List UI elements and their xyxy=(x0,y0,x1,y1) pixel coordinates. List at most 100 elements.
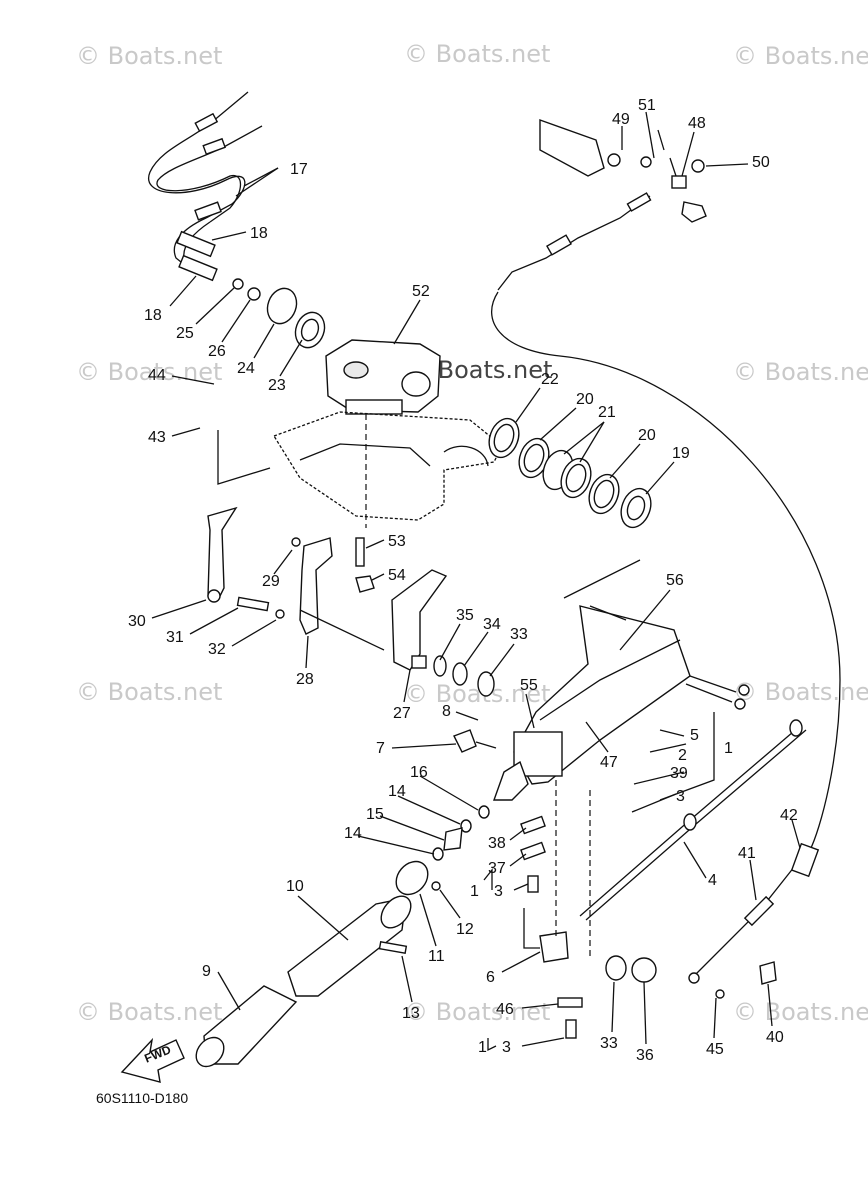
callout-l1b: 1 xyxy=(470,883,479,900)
callout-l31: 31 xyxy=(166,629,184,646)
callout-l37: 37 xyxy=(488,860,506,877)
callout-l6: 6 xyxy=(486,969,495,986)
callout-l12: 12 xyxy=(456,921,474,938)
washers xyxy=(488,417,652,529)
callout-l27: 27 xyxy=(393,705,411,722)
bottom-cowling-plate xyxy=(273,411,503,521)
callout-l5: 5 xyxy=(690,727,699,744)
watermark: © Boats.net xyxy=(404,40,550,68)
shift-cable-41 xyxy=(688,842,820,999)
callout-l52: 52 xyxy=(412,283,430,300)
callout-l49: 49 xyxy=(612,111,630,128)
watermark-text: © Boats.net xyxy=(733,998,868,1026)
watermark-text: © Boats.net xyxy=(404,998,551,1026)
spring-and-washers xyxy=(432,805,546,893)
callout-l21: 21 xyxy=(598,404,616,421)
callout-l28: 28 xyxy=(296,671,314,688)
callout-l23: 23 xyxy=(268,377,286,394)
callout-l44: 44 xyxy=(148,367,166,384)
callout-l38: 38 xyxy=(488,835,506,852)
callout-l42: 42 xyxy=(780,807,798,824)
watermark-text: © Boats.net xyxy=(733,358,868,386)
callout-l40: 40 xyxy=(766,1029,784,1046)
callout-l33b: 33 xyxy=(600,1035,618,1052)
callout-l47: 47 xyxy=(600,754,618,771)
watermark-text: © Boats.net xyxy=(733,42,868,70)
callout-l3a: 3 xyxy=(676,788,685,805)
callout-l46: 46 xyxy=(496,1001,514,1018)
watermark: © Boats.net xyxy=(733,678,868,706)
callout-l22: 22 xyxy=(541,371,559,388)
callout-l20b: 20 xyxy=(638,427,656,444)
callout-l2: 2 xyxy=(678,747,687,764)
callout-l9: 9 xyxy=(202,963,211,980)
steering-bracket-parts xyxy=(207,506,495,697)
callout-l18a: 18 xyxy=(250,225,268,242)
watermark: © Boats.net xyxy=(76,42,222,70)
callout-l1c: 1 xyxy=(478,1039,487,1056)
fwd-arrow xyxy=(120,1037,185,1083)
callout-l14b: 14 xyxy=(344,825,362,842)
callout-l24: 24 xyxy=(237,360,255,377)
diagram-code: 60S1110-D180 xyxy=(96,1090,189,1106)
callout-l30: 30 xyxy=(128,613,146,630)
callout-l10: 10 xyxy=(286,878,304,895)
callout-l32: 32 xyxy=(208,641,226,658)
callout-l26: 26 xyxy=(208,343,226,360)
callout-l7: 7 xyxy=(376,740,385,757)
callout-l3b: 3 xyxy=(494,883,503,900)
callout-l33a: 33 xyxy=(510,626,528,643)
callout-l45: 45 xyxy=(706,1041,724,1058)
callout-l3c: 3 xyxy=(502,1039,511,1056)
callout-l56: 56 xyxy=(666,572,684,589)
callout-l17: 17 xyxy=(290,161,308,178)
callout-l54: 54 xyxy=(388,567,406,584)
callout-l19: 19 xyxy=(672,445,690,462)
callout-l14a: 14 xyxy=(388,783,406,800)
callout-l35: 35 xyxy=(456,607,474,624)
callout-l34: 34 xyxy=(483,616,501,633)
callout-l41: 41 xyxy=(738,845,756,862)
upper-case xyxy=(325,339,441,415)
shift-cable-arc xyxy=(491,291,841,851)
watermark-text: © Boats.net xyxy=(76,42,223,70)
throttle-grip xyxy=(195,860,441,1068)
watermark-text: © Boats.net xyxy=(733,678,868,706)
watermark: © Boats.net xyxy=(733,358,868,386)
callout-l50: 50 xyxy=(752,154,770,171)
alignment-lines xyxy=(217,414,715,1052)
callout-l13: 13 xyxy=(402,1005,420,1022)
watermark: © Boats.net xyxy=(733,998,868,1026)
throttle-cables xyxy=(147,91,326,349)
watermark: © Boats.net xyxy=(404,998,550,1026)
throttle-cable-rod xyxy=(579,719,807,921)
callout-l15: 15 xyxy=(366,806,384,823)
callout-l20a: 20 xyxy=(576,391,594,408)
shift-lever-assembly xyxy=(497,119,707,291)
callout-l51: 51 xyxy=(638,97,656,114)
watermark-text: © Boats.net xyxy=(404,40,551,68)
steering-handle-body xyxy=(453,605,750,801)
callout-l36: 36 xyxy=(636,1047,654,1064)
callout-l18b: 18 xyxy=(144,307,162,324)
callout-l8: 8 xyxy=(442,703,451,720)
callout-l4: 4 xyxy=(708,872,717,889)
callout-l43: 43 xyxy=(148,429,166,446)
watermark: © Boats.net xyxy=(76,998,222,1026)
callout-l53: 53 xyxy=(388,533,406,550)
callout-l39: 39 xyxy=(670,765,688,782)
watermark-text: © Boats.net xyxy=(76,678,223,706)
watermark-text: © Boats.net xyxy=(76,998,223,1026)
callout-l25: 25 xyxy=(176,325,194,342)
callout-l16: 16 xyxy=(410,764,428,781)
lower-small-parts xyxy=(539,931,657,1039)
callout-l1a: 1 xyxy=(724,740,733,757)
callout-l48: 48 xyxy=(688,115,706,132)
callout-l55: 55 xyxy=(520,677,538,694)
callout-l11: 11 xyxy=(428,948,445,965)
leader-lines xyxy=(151,111,801,1047)
watermark: © Boats.net xyxy=(733,42,868,70)
watermark: © Boats.net xyxy=(76,678,222,706)
